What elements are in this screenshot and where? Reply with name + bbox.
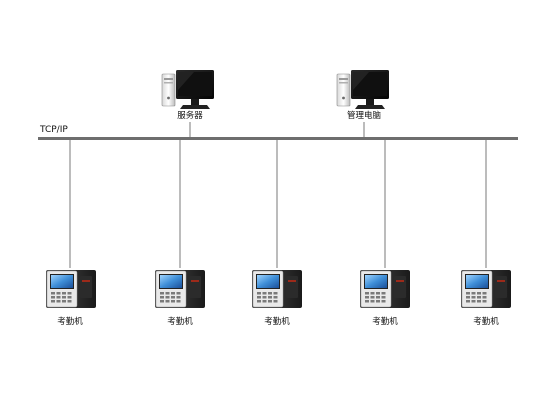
desktop-computer-icon — [336, 70, 389, 109]
time-attendance-terminal-icon — [46, 270, 96, 308]
network-bus — [38, 137, 518, 140]
admin-pc-label: 管理电脑 — [346, 111, 382, 121]
terminal-label-1: 考勤机 — [57, 317, 83, 327]
terminal-label-2: 考勤机 — [167, 317, 193, 327]
time-attendance-terminal-icon — [461, 270, 511, 308]
time-attendance-terminal-icon — [360, 270, 410, 308]
server-label: 服务器 — [177, 111, 203, 121]
terminal-label-5: 考勤机 — [473, 317, 499, 327]
terminal-label-4: 考勤机 — [372, 317, 398, 327]
time-attendance-terminal-icon — [155, 270, 205, 308]
time-attendance-terminal-icon — [252, 270, 302, 308]
desktop-computer-icon — [161, 70, 214, 109]
network-label: TCP/IP — [40, 125, 68, 135]
terminal-label-3: 考勤机 — [264, 317, 290, 327]
